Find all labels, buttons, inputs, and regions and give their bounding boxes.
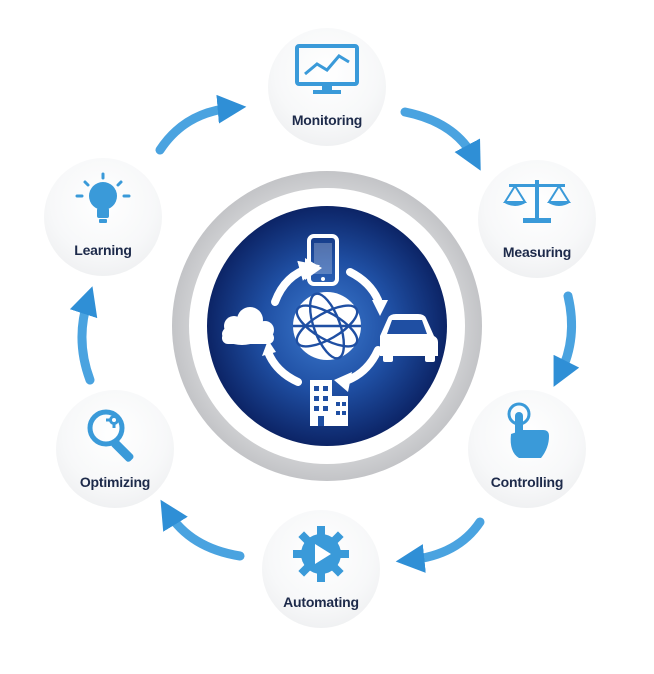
pointing-hand-icon (507, 402, 549, 458)
node-monitoring: Monitoring (268, 28, 386, 146)
cloud-icon (222, 307, 274, 345)
arrow-learning-to-monitoring (155, 94, 247, 155)
node-measuring: Measuring (478, 160, 596, 278)
cycle-arrows (69, 94, 580, 573)
globe-icon (293, 292, 361, 360)
node-learning: Learning (44, 158, 162, 276)
step-label-automating: Automating (283, 594, 359, 610)
balance-scale-icon (503, 180, 571, 223)
node-automating: Automating (262, 510, 380, 628)
step-label-learning: Learning (74, 242, 132, 258)
node-optimizing: Optimizing (56, 390, 174, 508)
car-icon (380, 314, 438, 362)
step-label-optimizing: Optimizing (79, 474, 151, 490)
arrow-monitoring-to-measuring (400, 107, 481, 171)
arrow-controlling-to-automating (395, 517, 485, 573)
arrow-automating-to-optimizing (160, 499, 245, 561)
buildings-icon (310, 380, 348, 426)
arrow-measuring-to-controlling (553, 291, 580, 387)
step-label-monitoring: Monitoring (291, 112, 363, 128)
node-controlling: Controlling (468, 390, 586, 508)
step-label-controlling: Controlling (490, 474, 564, 490)
smartphone-icon (307, 234, 339, 286)
magnifier-gear-icon (87, 409, 134, 462)
monitor-chart-icon (295, 44, 359, 94)
step-label-measuring: Measuring (502, 244, 572, 260)
gear-play-icon (293, 526, 349, 582)
arrow-optimizing-to-learning (69, 286, 98, 385)
lightbulb-icon (75, 172, 131, 223)
